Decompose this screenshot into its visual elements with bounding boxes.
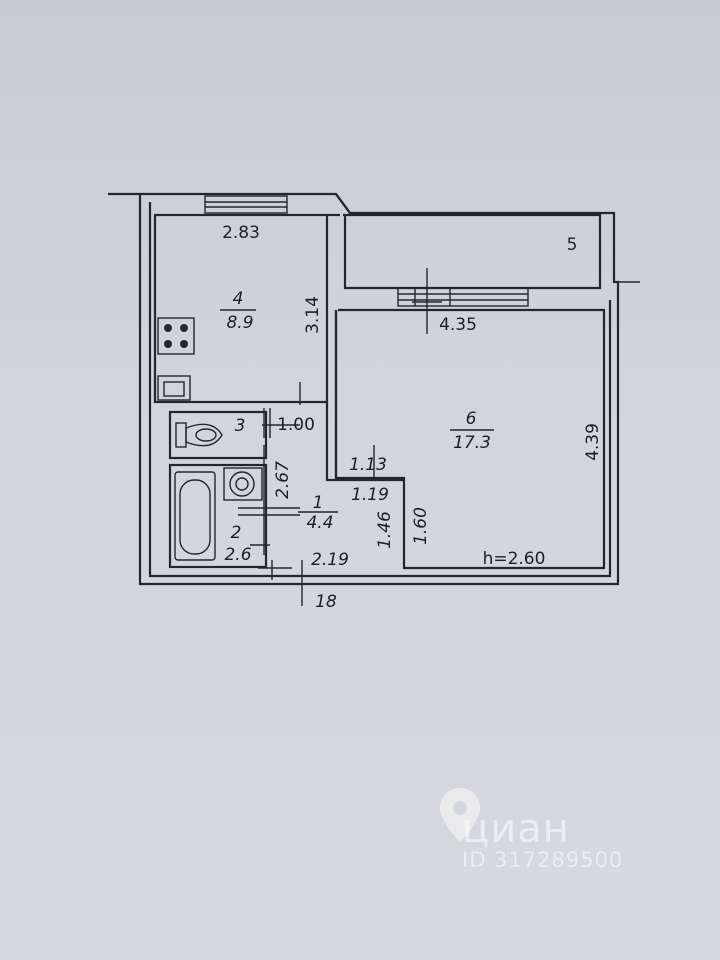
room-width-label: 4.35 <box>439 315 477 335</box>
hall-depth-a-label: 1.46 <box>375 511 395 549</box>
hall-bottom-label: 2.19 <box>311 550 349 570</box>
ceiling-height-label: h=2.60 <box>483 549 546 569</box>
location-pin-icon <box>440 788 480 842</box>
bathroom-walls <box>168 463 268 569</box>
room-1-area: 4.4 <box>306 513 333 533</box>
main-room-walls <box>334 308 606 570</box>
room-5-number: 5 <box>567 235 578 255</box>
outer-walls <box>108 192 640 586</box>
bathtub-fixture <box>174 471 216 561</box>
dimension-ticks <box>238 408 375 606</box>
watermark-brand: циан <box>462 806 570 852</box>
watermark-id: ID 317289500 <box>462 848 624 872</box>
room-6-area: 17.3 <box>453 433 491 453</box>
room-3-number: 3 <box>235 416 246 436</box>
room-length-label: 4.39 <box>583 423 603 461</box>
kitchen-length-label: 3.14 <box>303 296 323 334</box>
room-window <box>397 287 529 307</box>
axis-label: 18 <box>315 592 337 612</box>
kitchen-width-label: 2.83 <box>222 223 260 243</box>
room-2-area: 2.6 <box>224 545 251 565</box>
stove-fixture <box>157 317 195 355</box>
room-4-area: 8.9 <box>226 313 253 333</box>
room-1-number: 1 <box>313 493 324 513</box>
hall-depth-b-label: 1.60 <box>411 507 431 545</box>
hall-width-b-label: 1.19 <box>351 485 389 505</box>
wc-width-label: 1.00 <box>277 415 315 435</box>
room-2-number: 2 <box>231 523 242 543</box>
kitchen-walls <box>153 213 340 404</box>
wc-walls <box>168 410 268 460</box>
room-6-number: 6 <box>466 409 477 429</box>
balcony-walls <box>343 213 602 290</box>
hall-length-label: 2.67 <box>273 461 293 499</box>
axis-mark-top <box>412 268 442 334</box>
room-4-number: 4 <box>233 289 244 309</box>
hall-width-a-label: 1.13 <box>349 455 387 475</box>
kitchen-window <box>204 195 288 214</box>
sink-fixture <box>223 467 263 501</box>
toilet-fixture <box>175 422 223 448</box>
kitchen-sink-fixture <box>157 375 191 401</box>
